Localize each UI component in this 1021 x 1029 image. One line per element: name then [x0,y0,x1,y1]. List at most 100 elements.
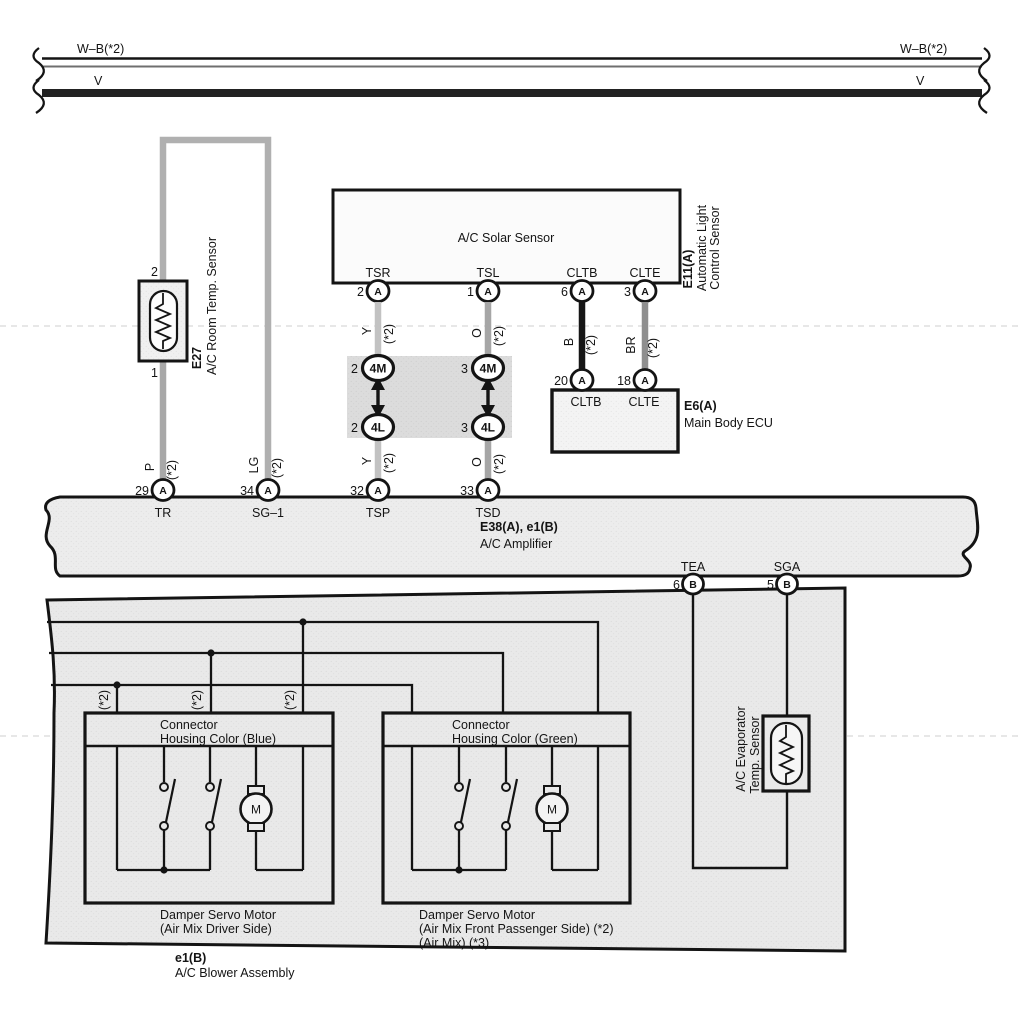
branch-note: (*2) [190,690,204,710]
mating-arrows [371,377,495,418]
connector-circle [632,279,658,303]
pin-number: 3 [624,285,631,299]
branch-feed-lines: (*2) (*2) (*2) [47,618,600,713]
br-wire-code: BR [624,336,638,353]
connector-letter: A [159,485,167,497]
lg-wire-code: LG [247,457,261,474]
p-wire-note: (*2) [165,460,179,480]
y-upper-note: (*2) [382,324,396,344]
ac-amplifier: A A A A 29 34 32 33 TR SG–1 TSP TSD E38(… [44,478,980,578]
switch-contact-icon [159,821,169,831]
solar-terminal-cltb: CLTB [566,266,597,280]
switch-contact-icon [501,821,511,831]
amplifier-bottom-terminals: B B 6 5 [673,572,799,596]
ecu-terminal-clte: CLTE [628,395,659,409]
connector-letter: B [783,579,791,591]
switch-contact-icon [205,782,215,792]
evap-sensor-desc2: Temp. Sensor [748,716,762,793]
v-label-right: V [916,74,925,88]
junction-dot [299,618,307,626]
servo-green-caption2: (Air Mix Front Passenger Side) (*2) [419,922,614,936]
switch-contact-icon [159,782,169,792]
pin-number: 2 [351,362,358,376]
motor-letter: M [251,803,261,817]
motor-letter: M [547,803,557,817]
servo-green-caption1: Damper Servo Motor [419,908,535,922]
b-wire-code: B [562,338,576,346]
amp-terminal-tea: TEA [681,560,706,574]
pin-number: 6 [561,285,568,299]
feed-line-c [51,683,414,713]
resistor-icon [153,293,173,349]
pin-number: 2 [351,421,358,435]
connector-oval-4m [360,353,396,383]
switch-blade-icon [210,778,223,823]
amp-terminal-tsd: TSD [476,506,501,520]
switch-contact-icon [454,821,464,831]
pin-number: 2 [357,285,364,299]
o-upper-code: O [470,328,484,338]
connector-circle [569,368,595,392]
break-mark-icon [32,79,45,114]
servo-green-header2: Housing Color (Green) [452,732,578,746]
connector-circle [255,478,281,502]
blower-assembly: (*2) (*2) (*2) Connector Housing Color (… [44,586,847,980]
connector-oval-4l [360,412,396,442]
p-wire-code: P [143,463,157,471]
connector-letter: B [689,579,697,591]
connector-oval-4l [470,412,506,442]
amp-terminal-sg1: SG–1 [252,506,284,520]
servo-blue-caption2: (Air Mix Driver Side) [160,922,272,936]
o-upper-note: (*2) [492,326,506,346]
connector-letter: A [264,485,272,497]
pin-number: 1 [467,285,474,299]
b-wire-note: (*2) [584,335,598,355]
switch-contact-icon [205,821,215,831]
feed-line-b [49,651,505,713]
pin-number: 29 [135,484,149,498]
servo-blue-header1: Connector [160,718,218,732]
solar-sensor-desc1: Automatic Light [695,204,709,291]
o-lower-note: (*2) [492,454,506,474]
connector-circle [365,279,391,303]
amplifier-band-texture [45,497,978,576]
room-temp-sensor-name: A/C Room Temp. Sensor [205,237,219,375]
pin-number: 20 [554,374,568,388]
ecu-id: E6(A) [684,399,717,413]
amp-terminal-tr: TR [155,506,172,520]
switch-blade-icon [164,778,177,823]
motor-tab [543,822,561,832]
servo-motor-blue: Connector Housing Color (Blue) M Damp [83,711,335,936]
sensor-pin-top: 2 [151,265,158,279]
amp-terminal-sga: SGA [774,560,801,574]
connector-oval-4m [470,353,506,383]
solar-sensor-title: A/C Solar Sensor [458,231,555,245]
junction-dot [207,649,215,657]
servo-blue-caption1: Damper Servo Motor [160,908,276,922]
relay-block-connectors: 4M 4M 4L 4L 2 3 2 3 [351,353,506,442]
junction-dot [113,681,121,689]
arrow-up-icon [371,377,385,390]
solar-sensor-box [331,188,682,285]
switch-blade-icon [506,778,519,823]
branch-note: (*2) [283,690,297,710]
connector-circle [632,368,658,392]
solar-terminal-connectors: A A A A 2 1 6 3 [357,279,658,303]
solar-sensor-desc2: Control Sensor [708,206,722,289]
amplifier-name: A/C Amplifier [480,537,552,551]
break-mark-icon [978,47,991,82]
motor-tab [247,822,265,832]
room-temp-sensor-id: E27 [190,347,204,369]
wb-label-left: W–B(*2) [77,42,124,56]
amplifier-top-terminals: A A A A 29 34 32 33 TR SG–1 TSP TSD [135,478,501,520]
o-lower-code: O [470,457,484,467]
solar-sensor: A/C Solar Sensor TSR TSL CLTB CLTE E11(A… [331,188,722,303]
solar-to-amplifier-wires: Y (*2) O (*2) Y (*2) O (*2) 4M 4M 4L 4L [347,302,512,485]
amplifier-id: E38(A), e1(B) [480,520,558,534]
y-lower-code: Y [360,456,374,465]
connector-label: 4L [481,421,495,435]
br-wire-note: (*2) [646,338,660,358]
feed-line-a [47,620,600,713]
